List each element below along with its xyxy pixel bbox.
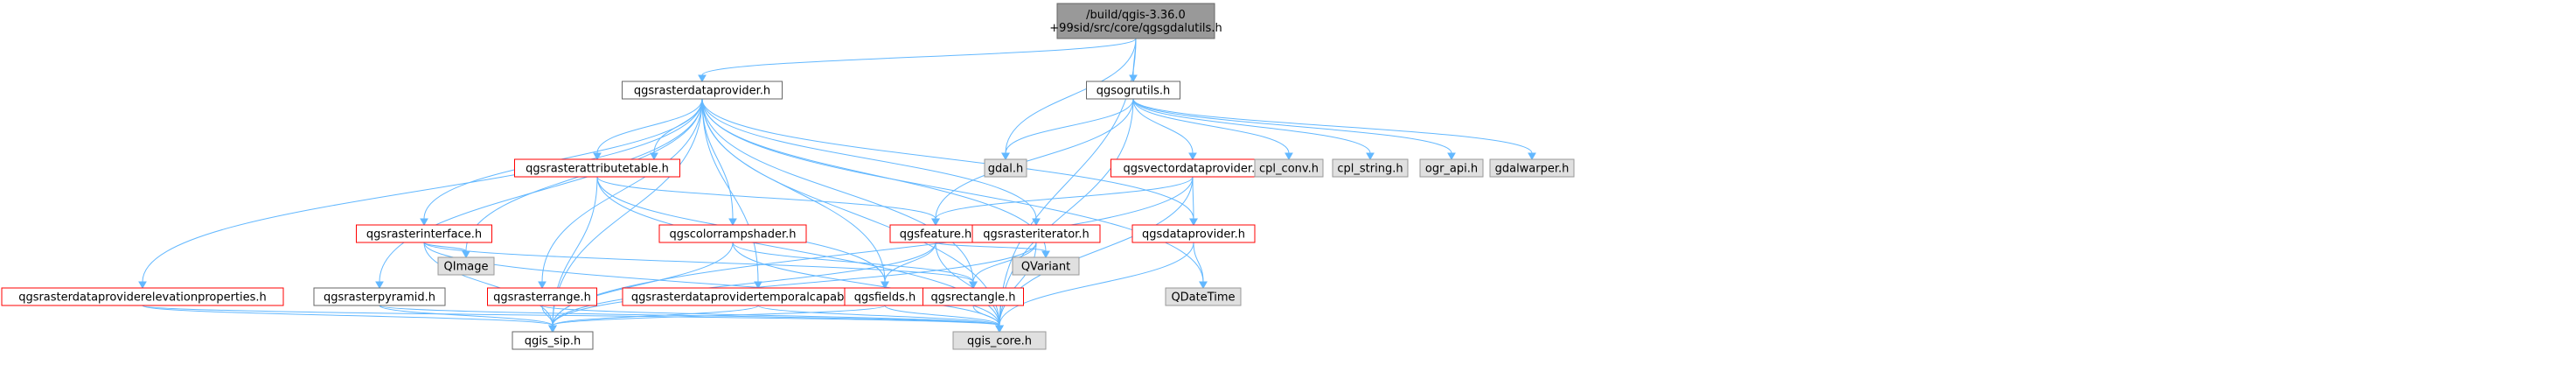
node-qgsrasterinterface[interactable]: qgsrasterinterface.h — [356, 224, 492, 243]
node-cpl_conv: cpl_conv.h — [1254, 158, 1324, 178]
node-qgsrectangle[interactable]: qgsrectangle.h — [922, 287, 1024, 306]
edge-qgsfeature-to-qgsfields — [881, 242, 936, 290]
node-label-root-line-0: /build/qgis-3.36.0 — [1086, 9, 1186, 22]
node-qgsrasterdataprovidertemporalcapabilities[interactable]: qgsrasterdataprovidertemporalcapabilitie… — [622, 287, 895, 306]
node-qgsrasterrange[interactable]: qgsrasterrange.h — [487, 287, 597, 306]
edge-qgsrasterattributetable-to-qgsfeature — [596, 176, 940, 227]
node-label-qgis_sip: qgis_sip.h — [525, 335, 581, 348]
node-label-qgsrasteriterator: qgsrasteriterator.h — [983, 228, 1089, 242]
node-label-root-line-1: +99sid/src/core/qgsgdalutils.h — [1049, 22, 1222, 35]
edge-qgsrasterdataprovider-to-qgsrasterdataprovidertemporalcapabilities — [701, 98, 762, 290]
node-label-qgsfields: qgsfields.h — [854, 291, 916, 305]
node-gdalwarper: gdalwarper.h — [1489, 158, 1575, 178]
node-gdal: gdal.h — [984, 158, 1027, 178]
edge-qgsrasterdataprovider-to-qgsrasterrange — [538, 98, 703, 290]
edge-qgsrasterdataprovider-to-qgsrasterpyramid — [375, 98, 703, 290]
node-label-qgsvectordataprovider: qgsvectordataprovider.h — [1124, 163, 1263, 176]
node-label-gdal: gdal.h — [988, 163, 1023, 176]
node-label-qgsrasterdataprovider: qgsrasterdataprovider.h — [634, 85, 770, 98]
edge-qgsfields-to-qgis_sip — [548, 305, 886, 333]
node-qgsrasterdataprovider[interactable]: qgsrasterdataprovider.h — [622, 81, 783, 100]
edge-qgsogrutils-to-ogr_api — [1132, 98, 1456, 161]
edge-qgsrectangle-to-qgis_core — [972, 305, 1004, 333]
edge-qgsfeature-to-qvariant — [935, 242, 1050, 259]
node-label-cpl_string: cpl_string.h — [1337, 163, 1403, 176]
edge-qgsdataprovider-to-qgis_core — [995, 242, 1194, 333]
edge-root-to-qgsrasterdataprovider — [698, 38, 1137, 83]
edge-qgsrasterdataprovider-to-qgsrasterdataproviderelevationproperties — [138, 98, 703, 290]
node-qgsrasterpyramid[interactable]: qgsrasterpyramid.h — [313, 287, 446, 306]
node-label-qdatetime: QDateTime — [1171, 291, 1235, 305]
node-label-qimage: QImage — [444, 261, 489, 274]
node-root[interactable]: /build/qgis-3.36.0+99sid/src/core/qgsgda… — [1049, 3, 1222, 39]
edge-qgsrasteriterator-to-qgsrectangle — [969, 242, 1037, 290]
node-label-qgsdataprovider: qgsdataprovider.h — [1142, 228, 1245, 242]
node-label-qgsogrutils: qgsogrutils.h — [1097, 85, 1171, 98]
node-qvariant: QVariant — [1012, 256, 1080, 276]
node-label-qgsrasterrange: qgsrasterrange.h — [493, 291, 591, 305]
node-qgsogrutils[interactable]: qgsogrutils.h — [1086, 81, 1180, 100]
node-qgsvectordataprovider[interactable]: qgsvectordataprovider.h — [1110, 158, 1275, 178]
node-label-qgsrasterdataproviderelevationproperties: qgsrasterdataproviderelevationproperties… — [18, 291, 267, 305]
node-label-ogr_api: ogr_api.h — [1425, 163, 1478, 176]
edge-qgsogrutils-to-cpl_conv — [1132, 98, 1293, 161]
edge-qgsogrutils-to-gdal — [1001, 98, 1134, 161]
edge-qgsogrutils-to-qgsvectordataprovider — [1132, 98, 1197, 161]
node-qgsrasterattributetable[interactable]: qgsrasterattributetable.h — [514, 158, 680, 178]
edge-qgsrasterdataprovider-to-qgsrasterattributetable — [593, 98, 703, 161]
node-cpl_string: cpl_string.h — [1332, 158, 1409, 178]
node-label-qvariant: QVariant — [1021, 261, 1070, 274]
node-qimage: QImage — [437, 256, 495, 276]
edge-qgsrasterdataprovidertemporalcapabilities-to-qgis_sip — [548, 305, 759, 333]
edge-qgsrasterdataprovider-to-qgsrasteriterator — [701, 98, 1041, 227]
node-qdatetime: QDateTime — [1165, 287, 1242, 306]
edge-qgsvectordataprovider-to-qgsdataprovider — [1189, 176, 1198, 227]
edge-qgsrasterinterface-to-qgsrectangle — [423, 242, 978, 290]
node-label-qgsrasterattributetable: qgsrasterattributetable.h — [526, 163, 669, 176]
node-qgsrasterdataproviderelevationproperties[interactable]: qgsrasterdataproviderelevationproperties… — [1, 287, 284, 306]
node-label-qgsrectangle: qgsrectangle.h — [930, 291, 1015, 305]
node-qgsfeature[interactable]: qgsfeature.h — [889, 224, 982, 243]
node-ogr_api: ogr_api.h — [1419, 158, 1484, 178]
node-qgis_sip[interactable]: qgis_sip.h — [512, 331, 594, 350]
edge-qgsrasterdataprovider-to-qgsrectangle — [701, 98, 978, 290]
edge-qgsdataprovider-to-qdatetime — [1193, 242, 1208, 290]
node-label-cpl_conv: cpl_conv.h — [1259, 163, 1319, 176]
edge-qgsrasterdataprovider-to-qgscolorrampshader — [701, 98, 737, 227]
node-label-qgsrasterdataprovidertemporalcapabilities: qgsrasterdataprovidertemporalcapabilitie… — [631, 291, 885, 305]
nodes-layer: /build/qgis-3.36.0+99sid/src/core/qgsgda… — [1, 3, 1575, 350]
node-qgsfields[interactable]: qgsfields.h — [844, 287, 926, 306]
node-qgsrasteriterator[interactable]: qgsrasteriterator.h — [971, 224, 1101, 243]
edge-qgsogrutils-to-cpl_string — [1132, 98, 1375, 161]
node-qgscolorrampshader[interactable]: qgscolorrampshader.h — [658, 224, 807, 243]
node-label-qgscolorrampshader: qgscolorrampshader.h — [669, 228, 796, 242]
edge-qgsvectordataprovider-to-qgsfeature — [931, 176, 1194, 227]
node-label-qgsrasterinterface: qgsrasterinterface.h — [366, 228, 482, 242]
node-label-qgis_core: qgis_core.h — [967, 335, 1032, 348]
node-label-qgsfeature: qgsfeature.h — [900, 228, 972, 242]
node-qgsdataprovider[interactable]: qgsdataprovider.h — [1131, 224, 1256, 243]
node-qgis_core: qgis_core.h — [952, 331, 1047, 350]
node-label-gdalwarper: gdalwarper.h — [1495, 163, 1570, 176]
edge-qgsogrutils-to-gdalwarper — [1132, 98, 1536, 161]
node-label-qgsrasterpyramid: qgsrasterpyramid.h — [324, 291, 435, 305]
